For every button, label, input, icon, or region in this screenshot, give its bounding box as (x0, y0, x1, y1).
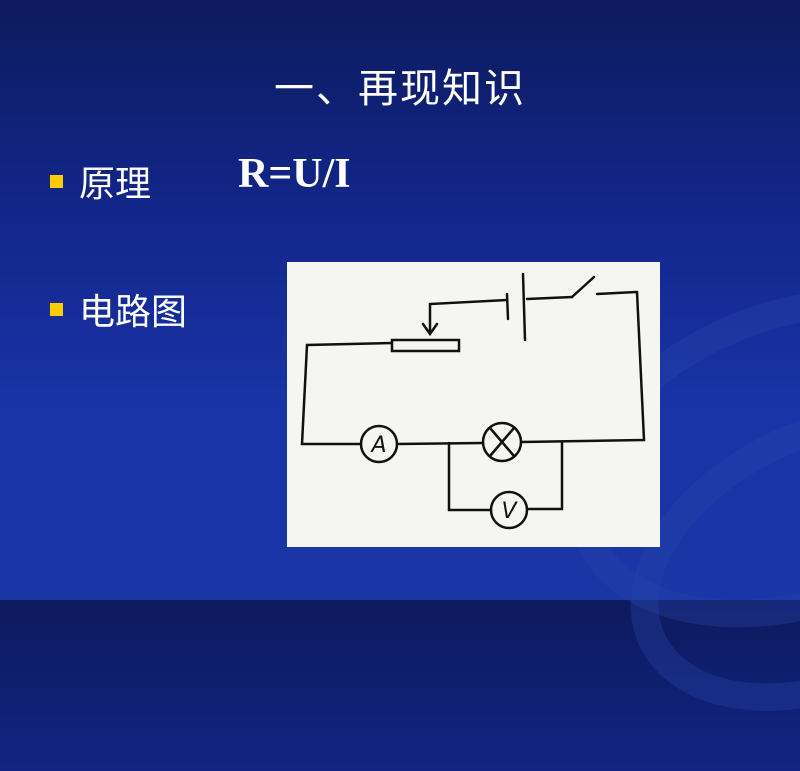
bullet-icon (50, 302, 63, 316)
lamp-icon (481, 421, 523, 463)
circuit-diagram: A V (287, 262, 660, 547)
svg-text:V: V (501, 499, 518, 524)
rheostat-icon (390, 322, 461, 353)
wires (300, 290, 646, 512)
ammeter-icon: A (359, 424, 399, 464)
voltmeter-icon: V (489, 490, 529, 530)
bullet-icon (50, 174, 63, 188)
battery-icon (505, 272, 527, 342)
bullet-label: 电路图 (79, 292, 188, 333)
formula: R=U/I (238, 151, 351, 197)
switch-icon (570, 275, 596, 299)
bullet-label: 原理 (79, 164, 152, 205)
bullet-circuit: 电路图 (50, 283, 187, 335)
slide-title: 一、再现知识 (274, 66, 526, 112)
svg-text:A: A (369, 433, 386, 458)
bullet-principle: 原理 (50, 155, 151, 207)
